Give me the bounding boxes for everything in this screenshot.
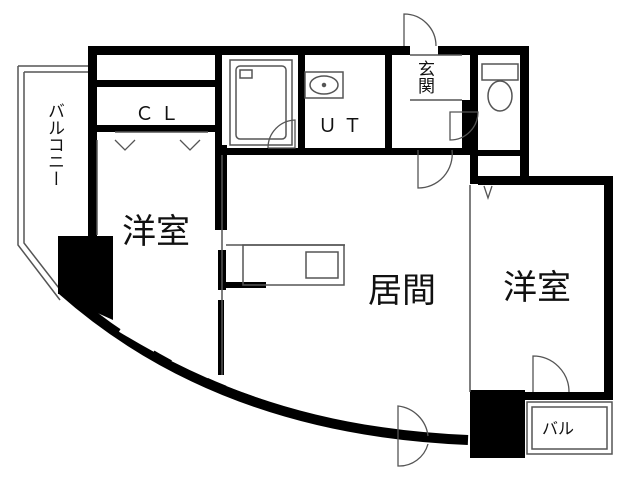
- wash-basin: [304, 71, 344, 99]
- toilet: [481, 63, 519, 112]
- balcony-right: [526, 401, 613, 455]
- closet-label: ＣＬ: [135, 103, 186, 125]
- living-room-label: 居間: [368, 271, 436, 311]
- curved-wall: [58, 286, 469, 445]
- balcony-main-label: バルコニー: [44, 102, 64, 187]
- western-room-left-label: 洋室: [122, 212, 190, 252]
- partition-lines: [96, 54, 471, 392]
- western-room-right-label: 洋室: [503, 268, 571, 308]
- balcony-small-label: バル: [542, 419, 575, 438]
- bathtub: [229, 59, 293, 146]
- doors: [114, 13, 570, 467]
- entrance-label: 玄関: [414, 60, 434, 94]
- utility-label: ＵＴ: [318, 115, 369, 137]
- outer-walls: [58, 46, 613, 458]
